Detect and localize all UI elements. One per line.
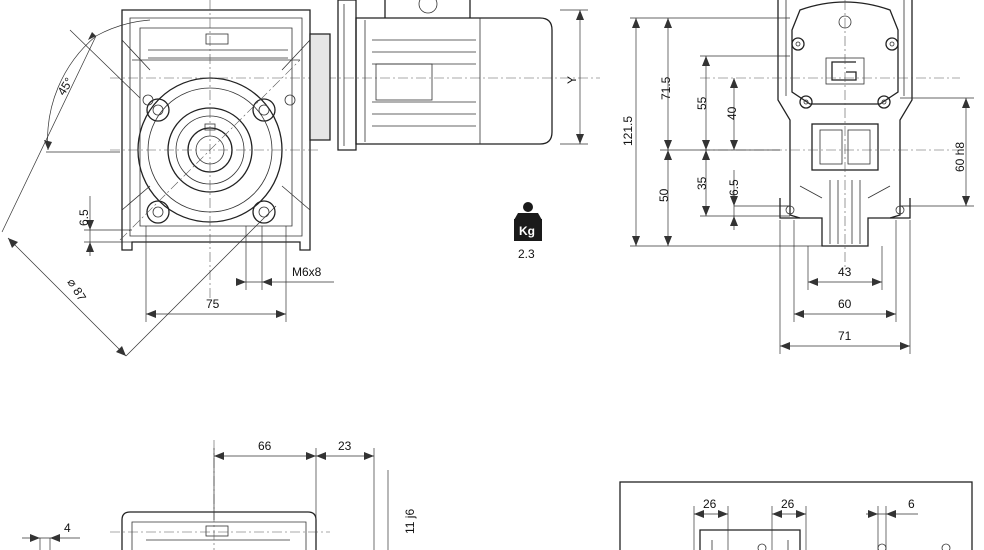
dim-75-text: 75 — [206, 297, 220, 311]
bolt-hole-tr — [252, 98, 276, 122]
dim-6-5-left-text: 6.5 — [77, 209, 91, 226]
dim-11j6: 11 j6 — [387, 470, 417, 550]
y-dimension: Y — [560, 9, 588, 145]
angle-label: 45° — [55, 75, 77, 98]
dim-60: 60 — [793, 220, 897, 322]
y-label: Y — [565, 76, 579, 84]
dim-6: 6 — [866, 497, 918, 550]
dim-71-5-text: 71.5 — [659, 76, 673, 100]
dim-60h8-text: 60 h8 — [953, 142, 967, 172]
front-view — [110, 0, 600, 300]
dim-26a: 26 — [693, 497, 729, 550]
dim-6-text: 6 — [908, 497, 915, 511]
weight-value: 2.3 — [518, 247, 535, 261]
dim-11j6-text: 11 j6 — [403, 509, 417, 534]
dim-40: 40 — [725, 78, 739, 150]
angle-dimension: 45° — [44, 19, 151, 153]
dim-dia-87-text: ⌀ 87 — [64, 276, 89, 304]
dim-121-5: 121.5 — [621, 17, 822, 247]
dim-50-text: 50 — [657, 188, 671, 202]
dim-71-5: 71.5 — [659, 18, 780, 151]
dim-m6x8: M6x8 — [236, 226, 334, 290]
dim-66: 66 — [213, 439, 317, 520]
dim-60-text: 60 — [838, 297, 852, 311]
dim-40-text: 40 — [725, 106, 739, 120]
bolt-hole-br — [252, 200, 276, 224]
dim-dia-87: ⌀ 87 — [1, 35, 277, 357]
dim-71: 71 — [779, 220, 911, 354]
dim-6-5-left: 6.5 — [77, 196, 132, 256]
dim-50: 50 — [657, 150, 672, 246]
dim-26b-text: 26 — [781, 497, 795, 511]
weight-unit-label: Kg — [519, 224, 535, 238]
dim-6-5-right: 6.5 — [727, 170, 790, 230]
dim-4: 4 — [22, 521, 80, 550]
dim-55: 55 — [695, 55, 790, 150]
dim-23-text: 23 — [338, 439, 352, 453]
dim-23: 23 — [316, 439, 375, 550]
dim-4-text: 4 — [64, 521, 71, 535]
bottom-right-view — [619, 481, 973, 550]
dim-26b: 26 — [771, 497, 807, 550]
dim-121-5-text: 121.5 — [621, 116, 635, 146]
bolt-hole-tl — [146, 98, 170, 122]
dim-35: 35 — [695, 150, 790, 217]
dim-66-text: 66 — [258, 439, 272, 453]
dim-35-text: 35 — [695, 176, 709, 190]
dim-55-text: 55 — [695, 96, 709, 110]
bolt-hole-bl — [146, 200, 170, 224]
dim-43: 43 — [807, 246, 883, 290]
dim-26a-text: 26 — [703, 497, 717, 511]
dim-71-text: 71 — [838, 329, 852, 343]
dim-75: 75 — [145, 226, 287, 322]
dim-60h8: 60 h8 — [900, 97, 974, 207]
weight-badge: Kg 2.3 — [514, 202, 542, 261]
dim-m6x8-text: M6x8 — [292, 265, 322, 279]
dim-43-text: 43 — [838, 265, 852, 279]
dim-6-5-right-text: 6.5 — [727, 179, 741, 196]
side-view — [700, 0, 960, 270]
